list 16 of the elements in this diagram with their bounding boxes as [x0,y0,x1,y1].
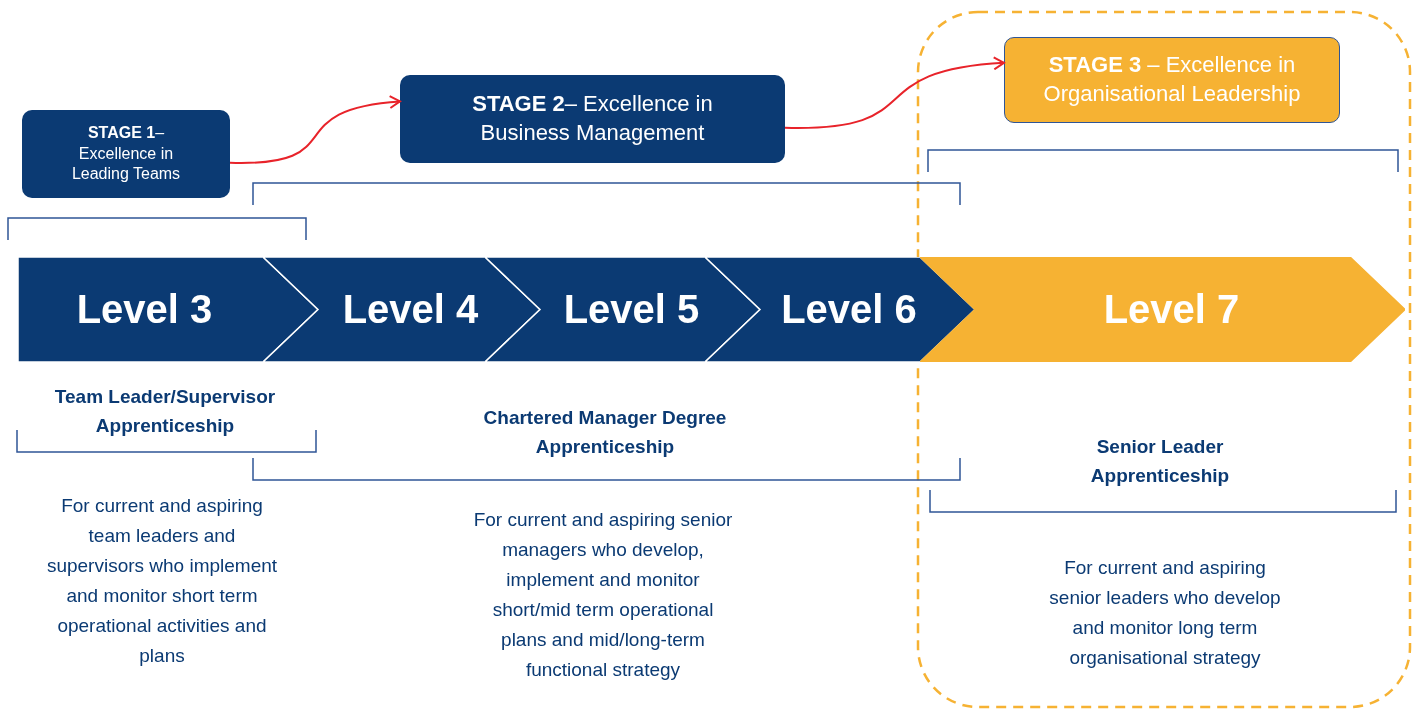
level-banner: Level 4 [263,257,540,362]
programme-title: Team Leader/Supervisor Apprenticeship [53,385,277,438]
level-banner: Level 5 [485,257,760,362]
level-banner: Level 3 [18,257,318,362]
description-text: For current and aspiring senior leaders who develop and monitor long term organisational strategy [1048,556,1282,670]
stage-box: STAGE 1– Excellence in Leading Teams [22,110,230,198]
level-banner: Level 6 [705,257,975,362]
stage-box: STAGE 2– Excellence in Business Management [400,75,785,163]
stage-box: STAGE 3 – Excellence in Organisational Leadership [1004,37,1340,123]
programme-title: Senior Leader Apprenticeship [1089,435,1231,488]
arrow [784,56,1005,129]
description-text: For current and aspiring senior managers who develop, implement and monitor short/mid term operational plans and mid/long-term functional strategy [472,508,734,682]
level-banner: Level 7 [920,257,1405,362]
description-text: For current and aspiring team leaders and supervisors who implement and monitor short term operational activities and plans [45,494,279,668]
programme-title: Chartered Manager Degree Apprenticeship [482,406,728,459]
arrow [229,95,401,164]
